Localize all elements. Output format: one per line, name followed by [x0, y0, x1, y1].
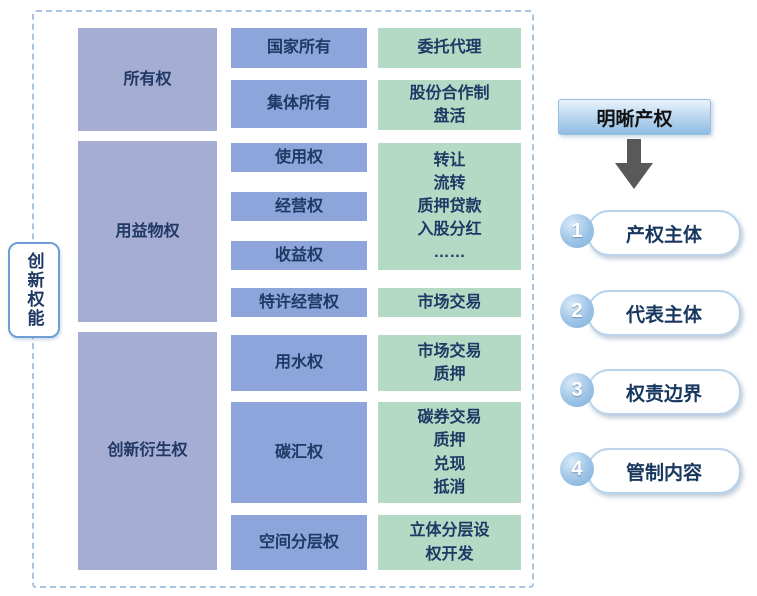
mech-market-trade: 市场交易: [378, 288, 521, 317]
sub-collective-ownership: 集体所有: [231, 80, 367, 128]
sub-state-ownership: 国家所有: [231, 28, 367, 68]
step-circle-3: 3: [560, 373, 594, 407]
sub-water-use-right: 用水权: [231, 335, 367, 391]
group-ownership: 所有权: [78, 28, 217, 131]
sub-franchise-right: 特许经营权: [231, 288, 367, 317]
mech-carbon-voucher-trade: 碳券交易 质押 兑现 抵消: [378, 402, 521, 503]
clarify-property-rights-header: 明晰产权: [558, 99, 711, 135]
sub-use-right: 使用权: [231, 143, 367, 172]
mech-spatial-development: 立体分层设 权开发: [378, 515, 521, 570]
group-usufruct: 用益物权: [78, 141, 217, 322]
item-representative-subject: 代表主体: [587, 290, 741, 336]
left-vertical-label: 创新权能: [8, 242, 60, 338]
group-derived-rights: 创新衍生权: [78, 332, 217, 570]
step-circle-2: 2: [560, 294, 594, 328]
sub-income-right: 收益权: [231, 241, 367, 270]
sub-spatial-layer-right: 空间分层权: [231, 515, 367, 570]
sub-management-right: 经营权: [231, 192, 367, 221]
step-circle-1: 1: [560, 214, 594, 248]
item-property-rights-subject: 产权主体: [587, 210, 741, 256]
mech-market-trade-pledge: 市场交易 质押: [378, 335, 521, 391]
mech-share-cooperation: 股份合作制 盘活: [378, 80, 521, 130]
mech-entrusted-agency: 委托代理: [378, 28, 521, 68]
down-arrow-icon: [615, 139, 653, 189]
item-rights-responsibility-boundary: 权责边界: [587, 369, 741, 415]
step-circle-4: 4: [560, 452, 594, 486]
mech-transfer-circulation: 转让 流转 质押贷款 入股分红 ……: [378, 143, 521, 270]
item-regulation-content: 管制内容: [587, 448, 741, 494]
sub-carbon-sink-right: 碳汇权: [231, 402, 367, 503]
